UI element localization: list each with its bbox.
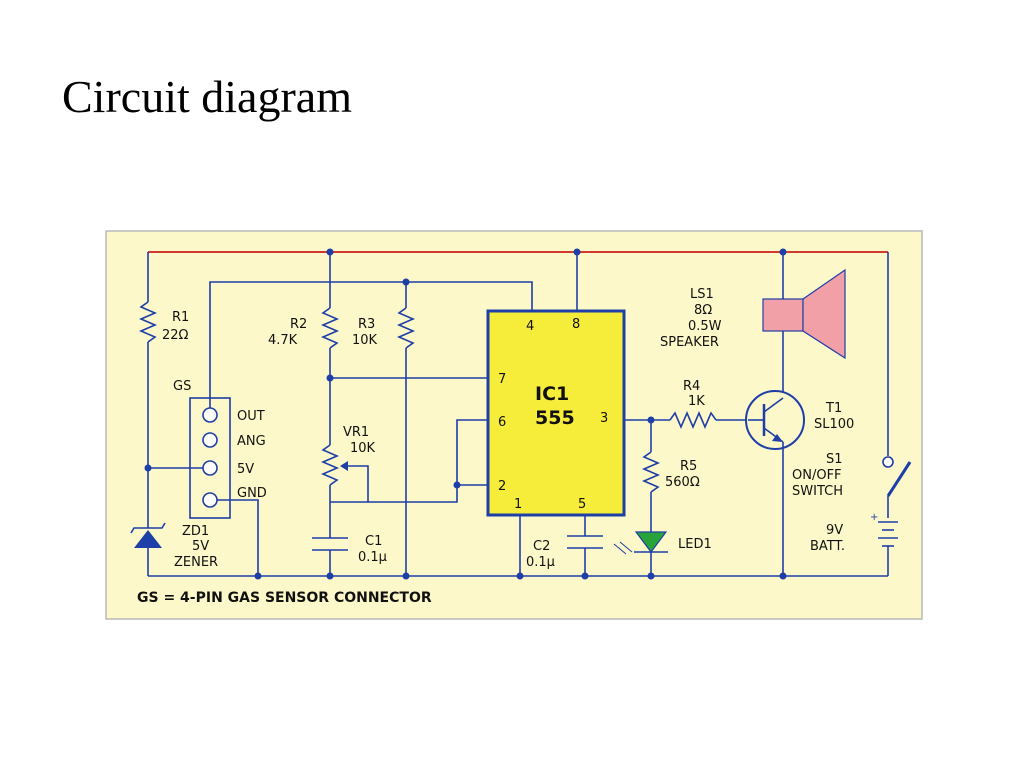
- ic1-pin-6: 6: [498, 415, 506, 430]
- batt-voltage: 9V: [826, 523, 843, 538]
- vr1-name: VR1: [343, 425, 369, 440]
- r5-resistor: [641, 420, 661, 532]
- wire-pins-2-6: [330, 419, 488, 503]
- r3-resistor: [396, 282, 416, 576]
- ic1-part: 555: [535, 407, 575, 429]
- r4-resistor: [624, 410, 748, 430]
- gs-pin-label-5v: 5V: [237, 462, 254, 477]
- zd1-value: 5V: [192, 539, 209, 554]
- r1-resistor: [138, 252, 158, 528]
- ic1-pin-1: 1: [514, 497, 522, 512]
- ic1-pin-4: 4: [526, 319, 534, 334]
- zd1-name: ZD1: [182, 524, 209, 539]
- r2-resistor: [320, 252, 340, 445]
- ls1-impedance: 8Ω: [694, 303, 712, 318]
- c1-value: 0.1µ: [358, 550, 387, 565]
- gs-pin-out: [202, 407, 218, 423]
- ic1-pin-3: 3: [600, 411, 608, 426]
- gs-label: GS: [173, 379, 191, 394]
- gs-pin-5v: [202, 460, 218, 476]
- t1-part: SL100: [814, 417, 854, 432]
- s1-switch-icon: [882, 252, 912, 518]
- led1-name: LED1: [678, 537, 712, 552]
- batt-label: BATT.: [810, 539, 845, 554]
- battery-icon: +: [870, 512, 898, 576]
- t1-name: T1: [825, 401, 842, 416]
- ic1-name: IC1: [535, 383, 569, 405]
- s1-name: S1: [826, 452, 843, 467]
- s1-line1: ON/OFF: [792, 468, 842, 483]
- s1-line2: SWITCH: [792, 484, 843, 499]
- r1-name: R1: [172, 310, 189, 325]
- r4-name: R4: [683, 379, 700, 394]
- ls1-name: LS1: [690, 287, 714, 302]
- r5-name: R5: [680, 459, 697, 474]
- svg-text:+: +: [870, 512, 878, 523]
- r5-value: 560Ω: [665, 475, 700, 490]
- gs-pin-label-gnd: GND: [237, 486, 267, 501]
- c2-capacitor: [567, 515, 603, 576]
- slide-title: Circuit diagram: [62, 71, 352, 122]
- r2-name: R2: [290, 317, 307, 332]
- r3-name: R3: [358, 317, 375, 332]
- c1-capacitor: [312, 537, 348, 576]
- gs-pin-gnd: [202, 492, 218, 508]
- gs-pin-label-out: OUT: [237, 409, 265, 424]
- vr1-potentiometer: [320, 444, 369, 538]
- zd1-type: ZENER: [174, 555, 218, 570]
- vr1-value: 10K: [350, 441, 376, 456]
- ls1-power: 0.5W: [688, 319, 722, 334]
- ic1-555-body: [486, 309, 626, 517]
- r2-value: 4.7K: [268, 333, 298, 348]
- diagram-caption: GS = 4-PIN GAS SENSOR CONNECTOR: [137, 590, 432, 606]
- ic1-pin-2: 2: [498, 479, 506, 494]
- gs-wiring: [148, 281, 533, 576]
- ic1-pin-5: 5: [578, 497, 586, 512]
- c2-value: 0.1µ: [526, 555, 555, 570]
- ls1-speaker-icon: [762, 268, 846, 360]
- r3-value: 10K: [352, 333, 378, 348]
- c2-name: C2: [533, 539, 550, 554]
- r1-value: 22Ω: [162, 328, 189, 343]
- gs-pin-label-ang: ANG: [237, 434, 266, 449]
- c1-name: C1: [365, 534, 382, 549]
- zd1-zener-diode: [130, 522, 166, 576]
- led1-diode: [613, 531, 668, 576]
- ls1-type: SPEAKER: [660, 335, 719, 350]
- ic1-pin-8: 8: [572, 317, 580, 332]
- r4-value: 1K: [688, 394, 705, 409]
- ic1-pin-7: 7: [498, 372, 506, 387]
- t1-transistor-icon: [745, 390, 805, 576]
- junction-dots: [144, 248, 787, 580]
- gs-pin-ang: [202, 432, 218, 448]
